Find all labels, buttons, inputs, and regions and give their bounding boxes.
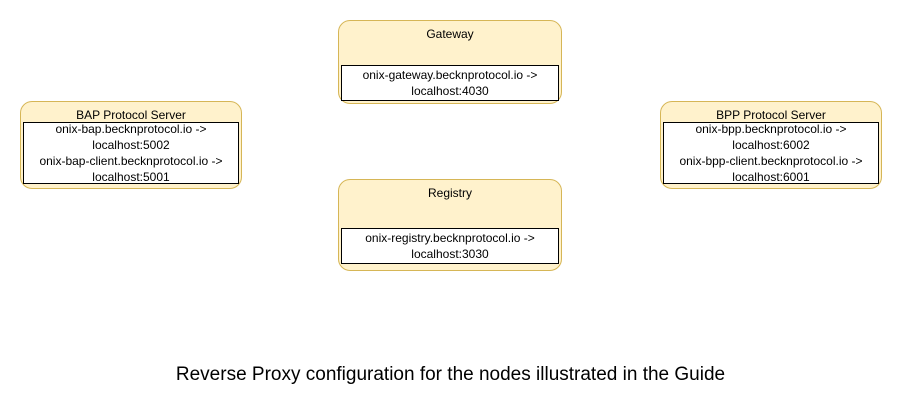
diagram-caption: Reverse Proxy configuration for the node… <box>175 364 726 385</box>
mapping-host: onix-gateway.becknprotocol.io -> <box>362 68 538 82</box>
mapping-host: onix-bap-client.becknprotocol.io -> <box>39 154 223 168</box>
node-registry-title: Registry <box>427 186 472 200</box>
mapping-host: onix-bpp-client.becknprotocol.io -> <box>679 154 863 168</box>
node-registry-mappings-panel: onix-registry.becknprotocol.io -> localh… <box>341 228 559 264</box>
node-gateway-mappings-panel: onix-gateway.becknprotocol.io -> localho… <box>341 65 559 101</box>
mapping-target: localhost:6002 <box>732 138 810 152</box>
node-bap-protocol-server[interactable]: BAP Protocol Server onix-bap.becknprotoc… <box>20 101 242 189</box>
node-bap-mappings-panel: onix-bap.becknprotocol.io -> localhost:5… <box>23 122 239 184</box>
node-bpp-protocol-server[interactable]: BPP Protocol Server onix-bpp.becknprotoc… <box>660 101 882 189</box>
node-bpp-mappings-panel: onix-bpp.becknprotocol.io -> localhost:6… <box>663 122 879 184</box>
node-gateway-title: Gateway <box>426 27 474 41</box>
mapping-target: localhost:4030 <box>411 84 489 98</box>
mapping-target: localhost:3030 <box>411 247 489 261</box>
mapping-host: onix-registry.becknprotocol.io -> <box>365 231 535 245</box>
mapping-target: localhost:6001 <box>732 170 810 184</box>
mapping-host: onix-bap.becknprotocol.io -> <box>55 122 207 136</box>
node-registry[interactable]: Registry onix-registry.becknprotocol.io … <box>338 179 562 271</box>
mapping-host: onix-bpp.becknprotocol.io -> <box>695 122 847 136</box>
node-bpp-title: BPP Protocol Server <box>716 108 826 122</box>
node-bap-title: BAP Protocol Server <box>76 108 186 122</box>
mapping-target: localhost:5002 <box>92 138 170 152</box>
node-gateway[interactable]: Gateway onix-gateway.becknprotocol.io ->… <box>338 20 562 104</box>
mapping-target: localhost:5001 <box>92 170 170 184</box>
